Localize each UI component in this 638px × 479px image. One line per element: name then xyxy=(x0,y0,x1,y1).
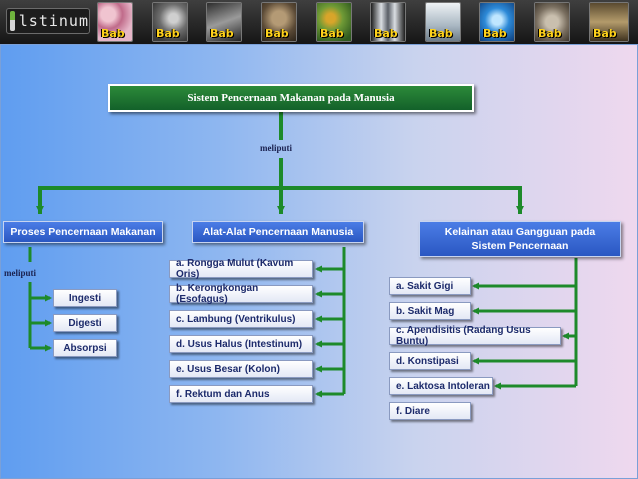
process-item-ingesti: Ingesti xyxy=(53,289,117,307)
organ-item: d. Usus Halus (Intestinum) xyxy=(169,335,313,353)
chapter-thumb-image xyxy=(535,3,569,41)
chapter-thumb-5[interactable]: Bab xyxy=(316,2,352,42)
chapter-thumb-6[interactable]: Bab xyxy=(370,2,406,42)
chapter-thumb-2[interactable]: Bab xyxy=(152,2,188,42)
chapter-thumb-image xyxy=(426,3,460,41)
chapter-thumb-label: Bab xyxy=(265,27,289,40)
chapter-thumb-image xyxy=(262,3,296,41)
disorder-item: b. Sakit Mag xyxy=(389,302,471,320)
organ-item: b. Kerongkongan (Esofagus) xyxy=(169,283,313,305)
chapter-thumb-label: Bab xyxy=(210,27,234,40)
chapter-thumb-image xyxy=(153,3,187,41)
chapter-thumb-image xyxy=(590,3,628,41)
chapter-thumb-label: Bab xyxy=(156,27,180,40)
chapter-thumb-10[interactable]: Bab xyxy=(589,2,629,42)
chapter-thumb-image xyxy=(98,3,132,41)
organ-item: a. Rongga Mulut (Kavum Oris) xyxy=(169,258,313,280)
chapter-thumb-1[interactable]: Bab xyxy=(97,2,133,42)
disorder-item: c. Apendisitis (Radang Usus Buntu) xyxy=(389,325,561,347)
chapter-thumb-3[interactable]: Bab xyxy=(206,2,242,42)
category-proses-pencernaan: Proses Pencernaan Makanan xyxy=(3,221,163,243)
process-item-digesti: Digesti xyxy=(53,314,117,332)
process-connector-label: meliputi xyxy=(4,268,37,278)
process-item-absorpsi: Absorpsi xyxy=(53,339,117,357)
app-logo[interactable]: lstinum xyxy=(6,8,90,34)
diagram-title: Sistem Pencernaan Makanan pada Manusia xyxy=(108,84,474,112)
chapter-thumb-4[interactable]: Bab xyxy=(261,2,297,42)
chapter-thumb-image xyxy=(371,3,405,41)
organ-item: c. Lambung (Ventrikulus) xyxy=(169,310,313,328)
chapter-thumb-label: Bab xyxy=(538,27,562,40)
chapter-thumb-image xyxy=(317,3,351,41)
chapter-thumb-label: Bab xyxy=(429,27,453,40)
chapter-thumb-label: Bab xyxy=(483,27,507,40)
chapter-thumb-label: Bab xyxy=(320,27,344,40)
chapter-thumb-label: Bab xyxy=(101,27,125,40)
chapter-thumb-image xyxy=(207,3,241,41)
chapter-thumb-image xyxy=(480,3,514,41)
connector-label: meliputi xyxy=(260,143,293,153)
category-kelainan-pencernaan: Kelainan atau Gangguan pada Sistem Pence… xyxy=(419,221,621,257)
logo-text: lstinum xyxy=(18,12,89,30)
top-navigation-bar: lstinum Bab Bab Bab Bab Bab Bab Bab Bab … xyxy=(0,0,638,44)
category-alat-pencernaan: Alat-Alat Pencernaan Manusia xyxy=(192,221,364,243)
disorder-item: a. Sakit Gigi xyxy=(389,277,471,295)
chapter-thumb-label: Bab xyxy=(593,27,617,40)
disorder-item: f. Diare xyxy=(389,402,471,420)
organ-item: e. Usus Besar (Kolon) xyxy=(169,360,313,378)
logo-mark-icon xyxy=(10,11,15,31)
chapter-thumb-label: Bab xyxy=(374,27,398,40)
chapter-thumb-9[interactable]: Bab xyxy=(534,2,570,42)
chapter-thumb-8[interactable]: Bab xyxy=(479,2,515,42)
disorder-item: e. Laktosa Intoleran xyxy=(389,377,493,395)
organ-item: f. Rektum dan Anus xyxy=(169,385,313,403)
chapter-thumb-7[interactable]: Bab xyxy=(425,2,461,42)
disorder-item: d. Konstipasi xyxy=(389,352,471,370)
